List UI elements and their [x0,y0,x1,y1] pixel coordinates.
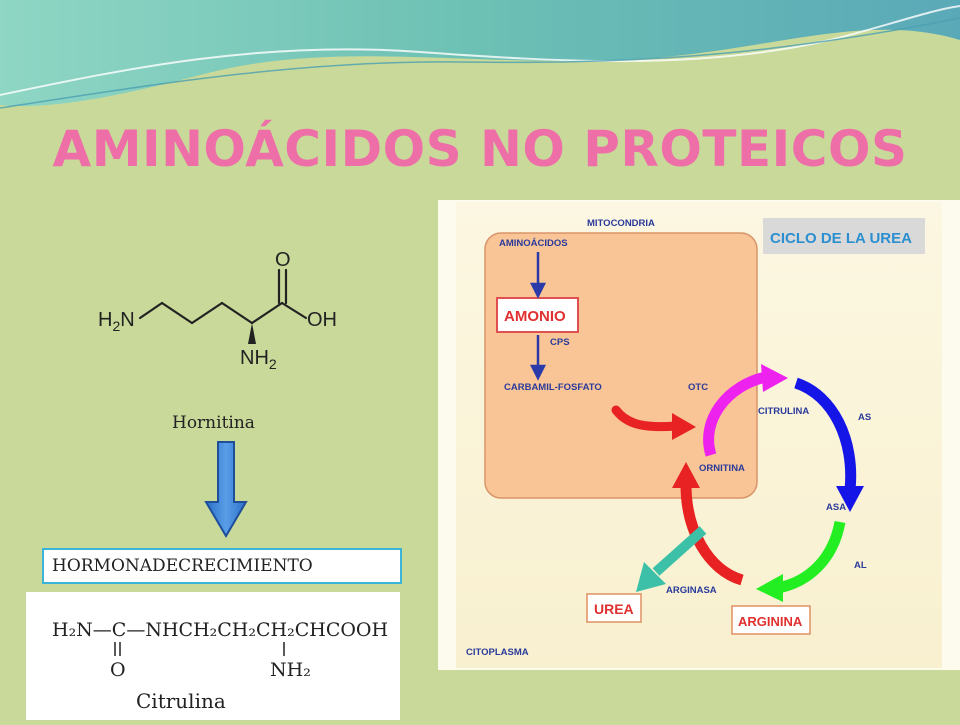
urea-box: UREA [594,601,634,617]
slide-title: AMINOÁCIDOS NO PROTEICOS [52,120,908,178]
mitochondria-label: MITOCONDRIA [587,218,655,229]
cycle-title: CICLO DE LA UREA [770,230,912,247]
aminoacids-label: AMINOÁCIDOS [499,238,568,249]
nh2-sub: 2 [269,356,277,372]
h2n-sub: 2 [112,318,120,334]
atom-oh: OH [307,309,337,331]
cps-label: CPS [550,337,570,348]
carbamoyl-label: CARBAMIL-FOSFATO [504,382,602,393]
citrulline-name: Citrulina [136,689,226,713]
ornithine-label: ORNITINA [699,463,745,474]
as-label: AS [858,412,871,423]
wave-banner [0,0,960,109]
citrulline-o: O [110,659,126,681]
svg-text:H2N: H2N [98,309,135,334]
ornithine-structure: H2N O OH NH2 [98,249,337,372]
ammonium-box: AMONIO [504,308,566,325]
cytoplasm-label: CITOPLASMA [466,647,529,658]
atom-o: O [275,249,291,271]
h2n-n: N [120,309,134,331]
citrulline-formula: H₂N—C—NHCH₂CH₂CH₂CHCOOH [52,619,388,641]
al-label: AL [854,560,867,571]
citrulline-label: CITRULINA [758,406,809,417]
nh2-nh: NH [240,347,269,369]
otc-label: OTC [688,382,708,393]
down-arrow-icon [204,441,248,538]
hormone-box: HORMONADECRECIMIENTO [42,548,402,584]
citrulline-structure: H₂N—C—NHCH₂CH₂CH₂CHCOOH O NH₂ Citrulina [26,592,400,720]
arginine-box: ARGININA [738,614,803,629]
molecule-label: Hornitina [172,413,255,433]
urea-cycle-diagram: MITOCONDRIA AMINOÁCIDOS CPS CARBAMIL-FOS… [438,200,960,670]
arginase-label: ARGINASA [666,585,717,596]
svg-text:NH2: NH2 [240,347,277,372]
citrulline-nh2: NH₂ [270,659,311,681]
h2n-h: H [98,309,112,331]
asa-label: ASA [826,502,846,513]
